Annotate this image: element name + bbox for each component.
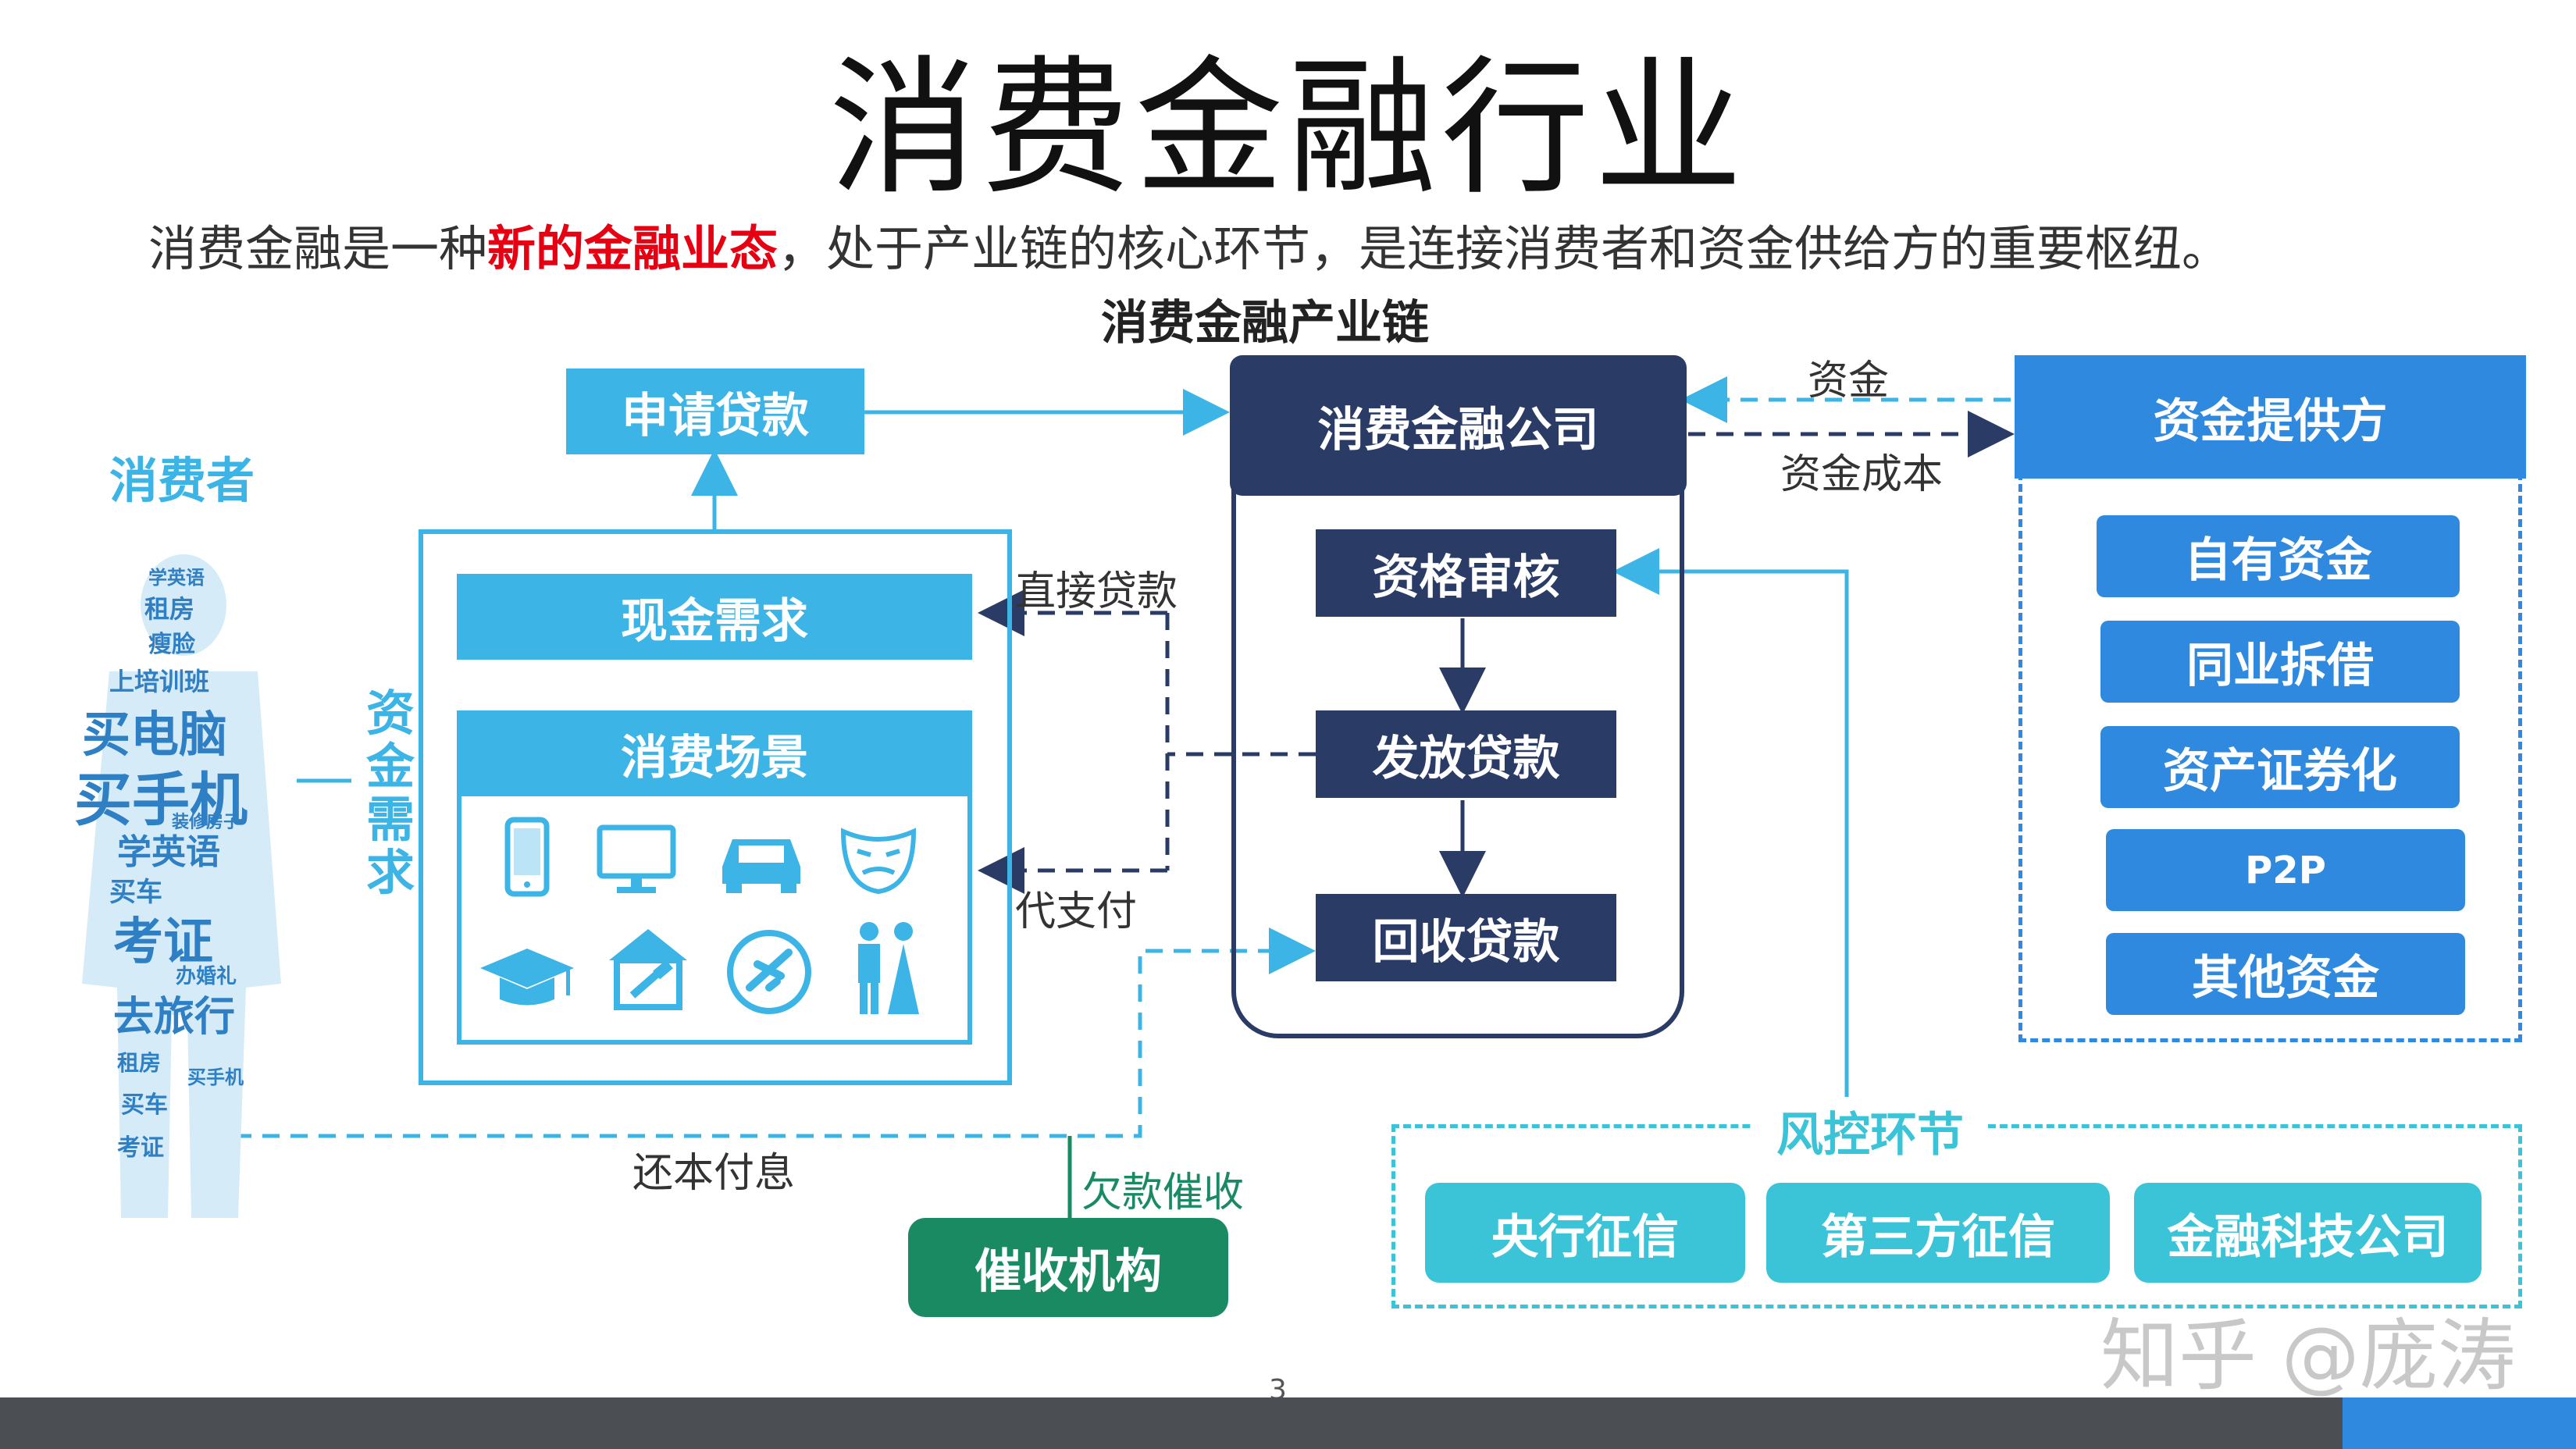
risk-item: 央行征信 (1425, 1183, 1745, 1283)
mask-icon (824, 804, 933, 913)
fund-label: 资金 (1808, 358, 1890, 404)
consumer-word: 买手机 (74, 767, 248, 834)
consumer-word: 上培训班 (109, 667, 210, 696)
subtitle-highlight: 新的金融业态 (487, 220, 779, 277)
footer-bar (0, 1397, 2576, 1449)
loan-collection-box: 回收贷款 (1316, 894, 1616, 981)
fund-cost-label: 资金成本 (1780, 451, 1944, 498)
consumer-word: 考证 (117, 1134, 164, 1162)
car-icon (707, 804, 816, 913)
provider-item: 其他资金 (2106, 933, 2465, 1015)
phone-icon (472, 804, 582, 913)
consumer-label: 消费者 (109, 452, 255, 509)
provider-item: 自有资金 (2097, 515, 2460, 597)
consumer-word: 买车 (109, 877, 162, 908)
consumer-word: 买手机 (187, 1066, 244, 1088)
consumer-word: 租房 (117, 1050, 162, 1076)
consumer-silhouette-icon (82, 554, 281, 1218)
consumer-word: 办婚礼 (176, 965, 237, 988)
overdue-collection-label: 欠款催收 (1081, 1170, 1245, 1216)
consumer-word: 租房 (144, 594, 195, 624)
consumption-scene-box: 消费场景 (457, 710, 972, 796)
consumer-word: 买车 (121, 1091, 168, 1119)
direct-loan-label: 直接贷款 (1015, 568, 1178, 615)
pay-on-behalf-label: 代支付 (1015, 888, 1138, 935)
risk-title: 风控环节 (1753, 1097, 1987, 1165)
chain-title: 消费金融产业链 (1101, 296, 1429, 351)
house-icon (593, 913, 703, 1023)
consumer-word: 买电脑 (82, 706, 228, 763)
provider-item: 同业拆借 (2100, 621, 2460, 703)
consumer-word: 考证 (113, 913, 213, 971)
consumer-word: 装修房子 (172, 813, 241, 832)
loan-disbursement-box: 发放贷款 (1316, 710, 1616, 798)
subtitle: 消费金融是一种新的金融业态，处于产业链的核心环节，是连接消费者和资金供给方的重要… (148, 209, 2230, 279)
consumer-word: 瘦脸 (148, 631, 195, 658)
consumer-word: 学英语 (117, 832, 220, 872)
consumer-word: 学英语 (148, 567, 205, 589)
page-title: 消费金融行业 (828, 42, 1748, 215)
consumer-demand-panel (419, 529, 1012, 1085)
risk-item: 第三方征信 (1766, 1183, 2110, 1283)
qualification-review-box: 资格审核 (1316, 529, 1616, 617)
provider-item: 资产证券化 (2100, 726, 2460, 808)
subtitle-suffix: ，处于产业链的核心环节，是连接消费者和资金供给方的重要枢纽。 (778, 220, 2231, 277)
graduation-cap-icon (472, 921, 582, 1031)
wedding-couple-icon (832, 913, 941, 1023)
cash-demand-box: 现金需求 (457, 574, 972, 660)
company-title-box: 消费金融公司 (1230, 355, 1687, 496)
consumer-word: 去旅行 (113, 994, 236, 1041)
repay-label: 还本付息 (632, 1150, 796, 1197)
collection-agency-box: 催收机构 (908, 1218, 1228, 1317)
watermark: 知乎 @庞涛 (2100, 1310, 2516, 1401)
footer-accent (2343, 1397, 2576, 1449)
airplane-icon (714, 917, 824, 1027)
risk-item: 金融科技公司 (2134, 1183, 2482, 1283)
consumer-figure: 学英语 租房 瘦脸 上培训班 买电脑 买手机 学英语 装修房子 买车 考证 办婚… (55, 546, 305, 1218)
subtitle-prefix: 消费金融是一种 (148, 220, 488, 277)
monitor-icon (582, 804, 691, 913)
capital-demand-label: 资金需求 (365, 685, 415, 901)
provider-item: P2P (2106, 829, 2465, 911)
provider-title-box: 资金提供方 (2015, 355, 2526, 479)
apply-loan-box: 申请贷款 (566, 368, 864, 454)
